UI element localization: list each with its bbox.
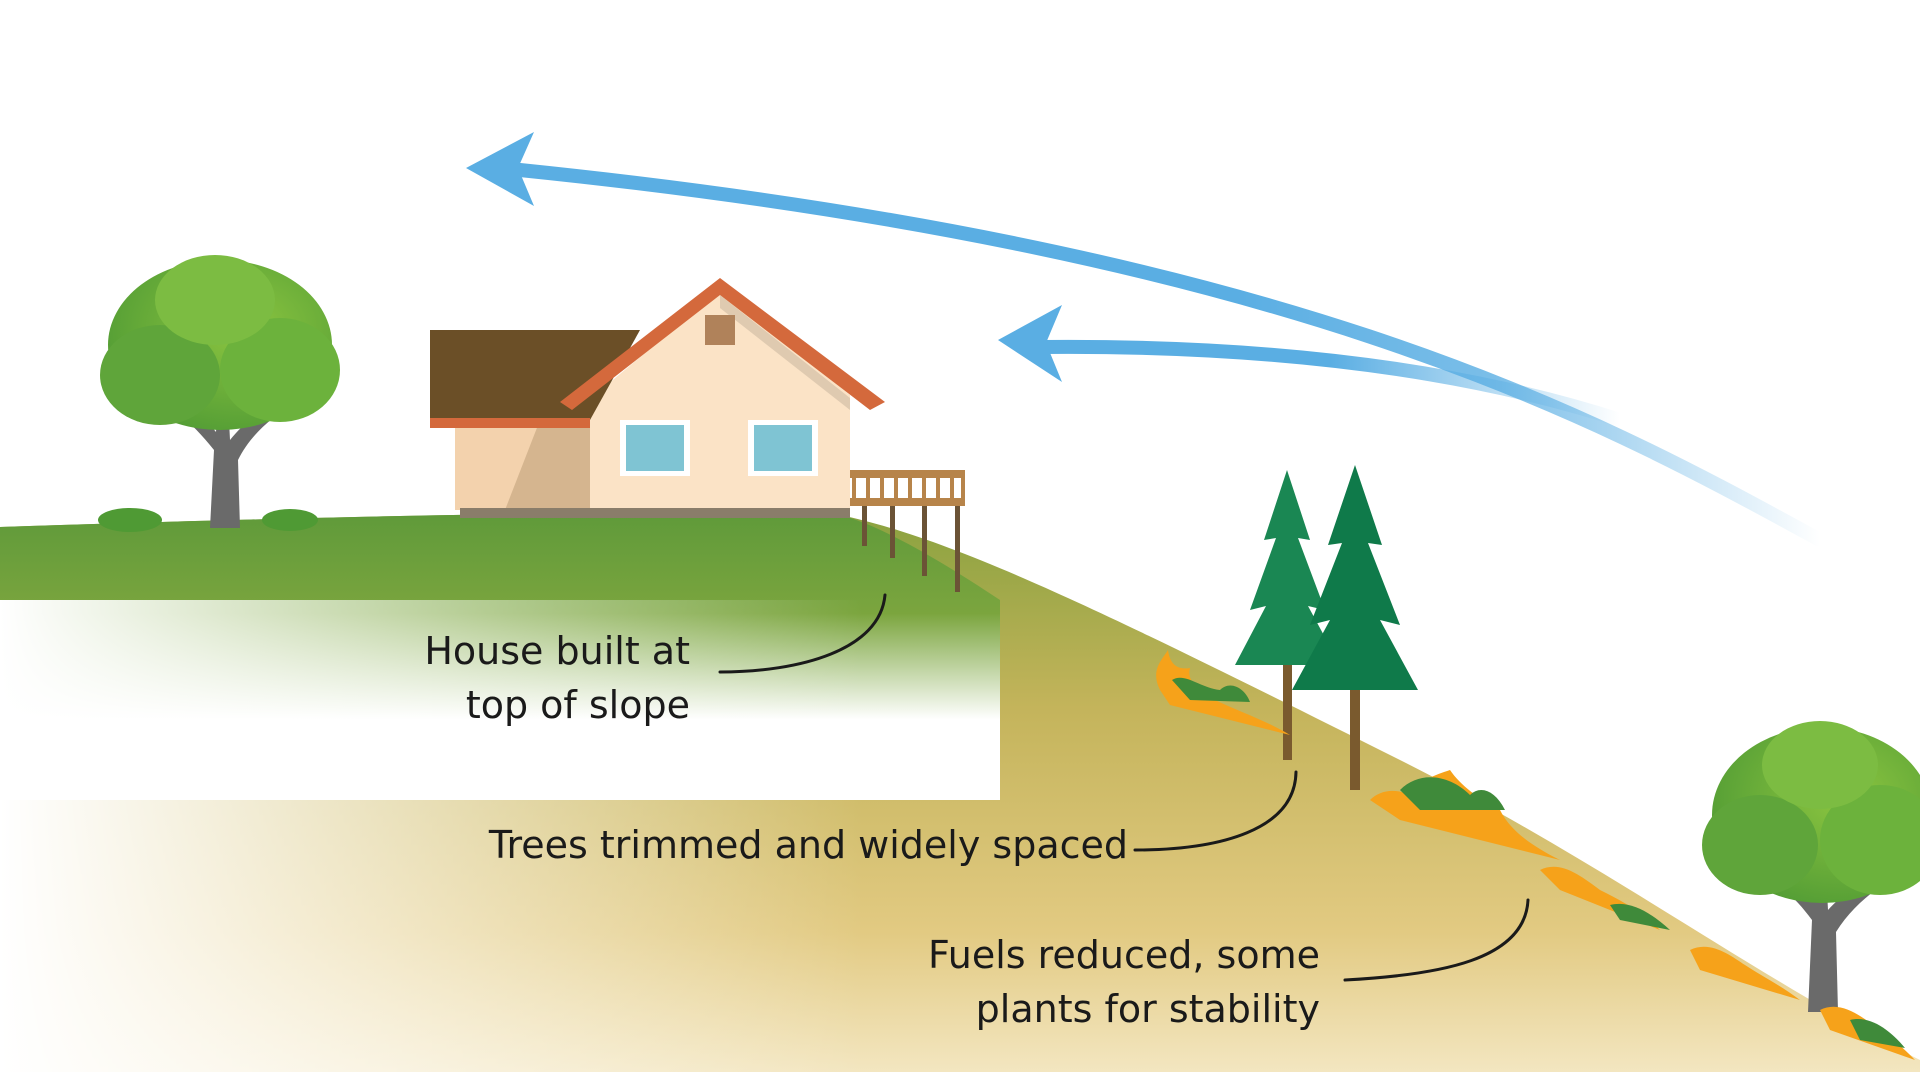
pine-tree-icon <box>1292 465 1418 790</box>
fire-icon <box>1156 650 1915 1060</box>
label-house-top-of-slope: House built at top of slope <box>380 624 690 732</box>
label-house-line-1: House built at <box>424 629 690 673</box>
label-house-line-2: top of slope <box>465 683 690 727</box>
leader-line-fuels <box>1343 898 1530 982</box>
label-fuels-reduced: Fuels reduced, some plants for stability <box>880 928 1320 1036</box>
pine-tree-icon <box>1235 470 1340 760</box>
label-trees-trimmed: Trees trimmed and widely spaced <box>440 818 1128 872</box>
deck-icon <box>850 470 965 592</box>
ground <box>0 512 1920 1072</box>
label-fuels-line-2: plants for stability <box>975 987 1320 1031</box>
wind-arrow-icon <box>998 305 1627 427</box>
house-icon <box>430 278 885 518</box>
label-trees-line-1: Trees trimmed and widely spaced <box>488 823 1128 867</box>
leader-line-trees <box>1133 770 1298 852</box>
deciduous-tree-icon <box>1702 721 1920 1012</box>
label-fuels-line-1: Fuels reduced, some <box>927 933 1320 977</box>
leader-line-house <box>718 593 887 674</box>
wind-arrow-icon <box>466 132 1827 547</box>
leader-lines <box>718 593 1530 982</box>
deciduous-tree-icon <box>98 255 340 532</box>
